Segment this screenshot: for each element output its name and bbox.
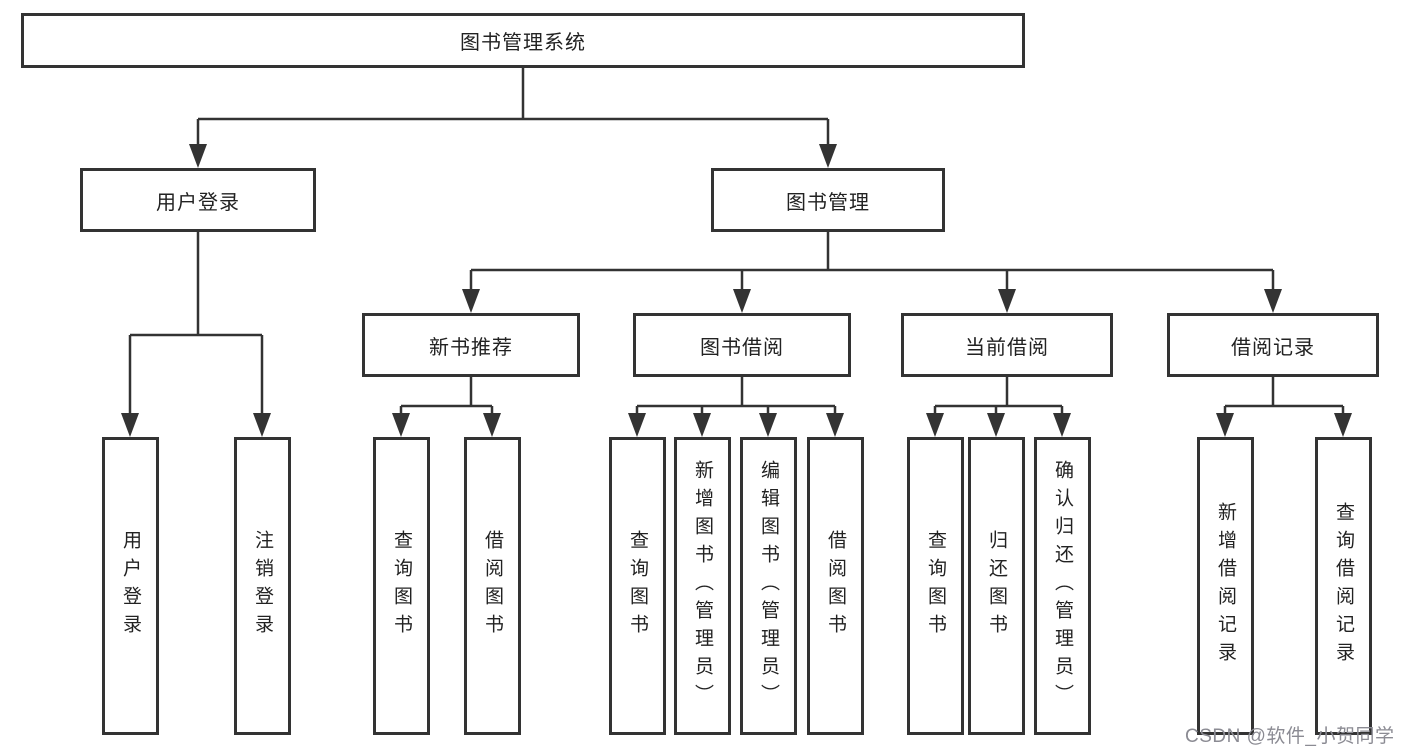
- arrowheads: [121, 144, 1352, 437]
- watermark: CSDN @软件_小贺同学: [1185, 726, 1395, 747]
- node-label: 查询图书: [627, 530, 648, 642]
- leaf-query-books-current: 查询图书: [907, 437, 964, 735]
- arrow-down-icon: [733, 289, 751, 313]
- leaf-return-books: 归还图书: [968, 437, 1025, 735]
- arrow-down-icon: [462, 289, 480, 313]
- leaf-confirm-return-admin: 确认归还（管理员）: [1034, 437, 1091, 735]
- node-label: 当前借阅: [965, 336, 1049, 359]
- node-label: 查询借阅记录: [1333, 502, 1354, 670]
- arrow-down-icon: [189, 144, 207, 168]
- node-label: 查询图书: [391, 530, 412, 642]
- arrow-down-icon: [819, 144, 837, 168]
- arrow-down-icon: [392, 413, 410, 437]
- arrow-down-icon: [693, 413, 711, 437]
- arrow-down-icon: [628, 413, 646, 437]
- arrow-down-icon: [1053, 413, 1071, 437]
- arrow-down-icon: [1334, 413, 1352, 437]
- node-book-management: 图书管理: [711, 168, 945, 232]
- node-label: 编辑图书（管理员）: [758, 460, 779, 712]
- node-label: 归还图书: [986, 530, 1007, 642]
- node-borrowing-records: 借阅记录: [1167, 313, 1379, 377]
- node-label: 新书推荐: [429, 336, 513, 359]
- node-label: 借阅记录: [1231, 336, 1315, 359]
- node-label: 用户登录: [156, 191, 240, 214]
- node-label: 借阅图书: [825, 530, 846, 642]
- arrow-down-icon: [926, 413, 944, 437]
- node-root-system: 图书管理系统: [21, 13, 1025, 68]
- leaf-user-login: 用户登录: [102, 437, 159, 735]
- node-label: 新增图书（管理员）: [692, 460, 713, 712]
- arrow-down-icon: [1216, 413, 1234, 437]
- node-current-borrowing: 当前借阅: [901, 313, 1113, 377]
- node-label: 用户登录: [120, 530, 141, 642]
- leaf-edit-books-admin: 编辑图书（管理员）: [740, 437, 797, 735]
- arrow-down-icon: [121, 413, 139, 437]
- arrow-down-icon: [253, 413, 271, 437]
- node-label: 注销登录: [252, 530, 273, 642]
- leaf-add-borrow-record: 新增借阅记录: [1197, 437, 1254, 735]
- arrow-down-icon: [826, 413, 844, 437]
- node-book-borrowing: 图书借阅: [633, 313, 851, 377]
- node-label: 借阅图书: [482, 530, 503, 642]
- connector-lines: [128, 68, 1345, 414]
- node-user-login: 用户登录: [80, 168, 316, 232]
- leaf-logout: 注销登录: [234, 437, 291, 735]
- arrow-down-icon: [483, 413, 501, 437]
- node-new-book-recommend: 新书推荐: [362, 313, 580, 377]
- arrow-down-icon: [759, 413, 777, 437]
- leaf-borrow-books: 借阅图书: [807, 437, 864, 735]
- leaf-query-books-recommend: 查询图书: [373, 437, 430, 735]
- node-label: 图书管理: [786, 191, 870, 214]
- arrow-down-icon: [1264, 289, 1282, 313]
- arrow-down-icon: [998, 289, 1016, 313]
- node-label: 确认归还（管理员）: [1052, 460, 1073, 712]
- arrow-down-icon: [987, 413, 1005, 437]
- leaf-query-books-borrowing: 查询图书: [609, 437, 666, 735]
- node-label: 图书借阅: [700, 336, 784, 359]
- leaf-query-borrow-record: 查询借阅记录: [1315, 437, 1372, 735]
- leaf-borrow-books-recommend: 借阅图书: [464, 437, 521, 735]
- node-label: 图书管理系统: [460, 32, 586, 54]
- node-label: 查询图书: [925, 530, 946, 642]
- leaf-add-books-admin: 新增图书（管理员）: [674, 437, 731, 735]
- node-label: 新增借阅记录: [1215, 502, 1236, 670]
